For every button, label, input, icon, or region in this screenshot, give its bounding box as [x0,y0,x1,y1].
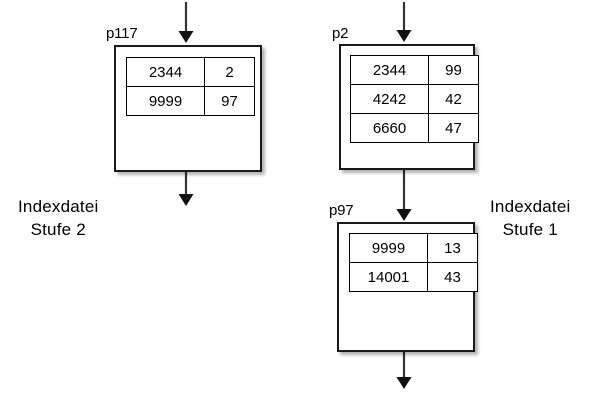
table-row: 2344 99 [350,55,479,85]
entry-key: 9999 [349,233,428,263]
entry-pointer: 13 [427,233,478,263]
page-label-p117: p117 [106,25,138,42]
table-row: 9999 97 [126,86,255,116]
arrow-p2-to-p97 [396,170,412,221]
entry-table-p117: 2344 2 9999 97 [126,57,255,116]
caption-level-1: Indexdatei Stufe 1 [490,196,570,242]
entry-pointer: 99 [428,55,479,85]
entry-key: 9999 [126,86,205,116]
entry-key: 14001 [349,262,428,292]
entry-pointer: 2 [204,57,255,87]
arrow-into-p2 [396,2,412,42]
entry-pointer: 97 [204,86,255,116]
page-label-p2: p2 [332,25,349,42]
caption-level-1-line2: Stufe 1 [502,219,558,239]
entry-pointer: 43 [427,262,478,292]
arrow-out-p97 [396,352,412,389]
entry-pointer: 47 [428,113,479,143]
entry-key: 2344 [350,55,429,85]
table-row: 9999 13 [349,233,478,263]
table-row: 4242 42 [350,84,479,114]
table-row: 6660 47 [350,113,479,143]
page-label-p97: p97 [329,202,354,219]
table-row: 14001 43 [349,262,478,292]
arrow-into-p117 [178,2,194,43]
entry-key: 2344 [126,57,205,87]
caption-level-2-line1: Indexdatei [18,197,99,216]
table-row: 2344 2 [126,57,255,87]
entry-table-p97: 9999 13 14001 43 [349,233,478,292]
entry-table-p2: 2344 99 4242 42 6660 47 [350,55,479,143]
caption-level-2: Indexdatei Stufe 2 [18,196,98,242]
caption-level-2-line2: Stufe 2 [30,219,86,239]
entry-key: 6660 [350,113,429,143]
arrow-out-p117 [178,172,194,206]
entry-key: 4242 [350,84,429,114]
entry-pointer: 42 [428,84,479,114]
caption-level-1-line1: Indexdatei [490,197,571,216]
